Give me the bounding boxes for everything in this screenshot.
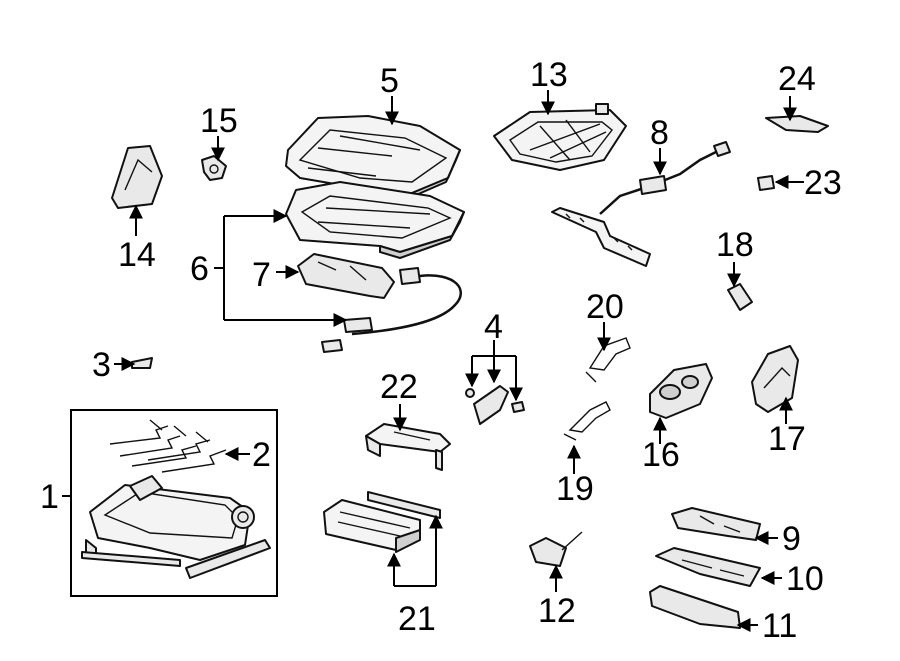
part-trim-strip[interactable] xyxy=(765,115,829,133)
part-seat-springs[interactable] xyxy=(109,419,227,473)
callout-19: 19 xyxy=(556,470,594,508)
callout-8: 8 xyxy=(650,114,669,152)
callout-15: 15 xyxy=(200,102,238,140)
callout-2: 2 xyxy=(252,436,271,474)
callout-13: 13 xyxy=(530,56,568,94)
part-wire-bracket-upper[interactable] xyxy=(585,337,631,383)
callout-17: 17 xyxy=(768,420,806,458)
callout-5: 5 xyxy=(380,62,399,100)
assembly-box-1 xyxy=(70,409,278,597)
part-sensor-mat[interactable] xyxy=(493,103,627,171)
part-harness-rail[interactable] xyxy=(551,207,651,267)
callout-3: 3 xyxy=(92,346,111,384)
part-cover[interactable] xyxy=(671,507,761,541)
heater-plug[interactable] xyxy=(321,339,343,353)
part-knob[interactable] xyxy=(201,155,227,181)
part-cushion-pad[interactable] xyxy=(285,181,465,259)
part-front-trim[interactable] xyxy=(649,585,741,629)
callout-10: 10 xyxy=(786,560,824,598)
part-cap[interactable] xyxy=(727,283,753,311)
callout-21: 21 xyxy=(398,600,436,638)
callout-23: 23 xyxy=(804,164,842,202)
part-wire-bracket-lower[interactable] xyxy=(563,401,611,441)
part-clip[interactable] xyxy=(131,357,153,369)
harness-connector[interactable] xyxy=(639,175,667,195)
heater-connector[interactable] xyxy=(343,317,373,333)
callout-11: 11 xyxy=(762,607,797,645)
callout-labels: 1 2 3 4 5 6 7 8 9 10 11 12 13 14 15 16 1… xyxy=(40,56,842,645)
callout-16: 16 xyxy=(642,436,680,474)
leader-lines xyxy=(62,90,804,632)
heater-wire xyxy=(351,274,462,336)
callout-4: 4 xyxy=(484,308,503,346)
part-storage-tray[interactable] xyxy=(323,491,441,553)
callout-9: 9 xyxy=(782,520,801,558)
callout-7: 7 xyxy=(252,256,271,294)
callout-6: 6 xyxy=(190,250,209,288)
callout-22: 22 xyxy=(380,368,418,406)
callout-24: 24 xyxy=(778,60,816,98)
part-heater-module[interactable] xyxy=(297,253,421,299)
callout-18: 18 xyxy=(716,226,754,264)
part-side-trim[interactable] xyxy=(111,145,163,209)
harness-plug[interactable] xyxy=(713,141,731,157)
part-release-handle[interactable] xyxy=(529,531,583,567)
part-switch-panel[interactable] xyxy=(649,363,713,419)
part-support-bracket[interactable] xyxy=(365,423,451,471)
part-side-shield[interactable] xyxy=(751,345,799,413)
part-bracket[interactable] xyxy=(465,385,525,425)
part-seat-frame[interactable] xyxy=(81,475,271,579)
callout-14: 14 xyxy=(118,236,156,274)
callout-1: 1 xyxy=(40,478,59,516)
callout-20: 20 xyxy=(586,288,624,326)
part-pin[interactable] xyxy=(757,175,775,191)
callout-12: 12 xyxy=(538,592,576,630)
